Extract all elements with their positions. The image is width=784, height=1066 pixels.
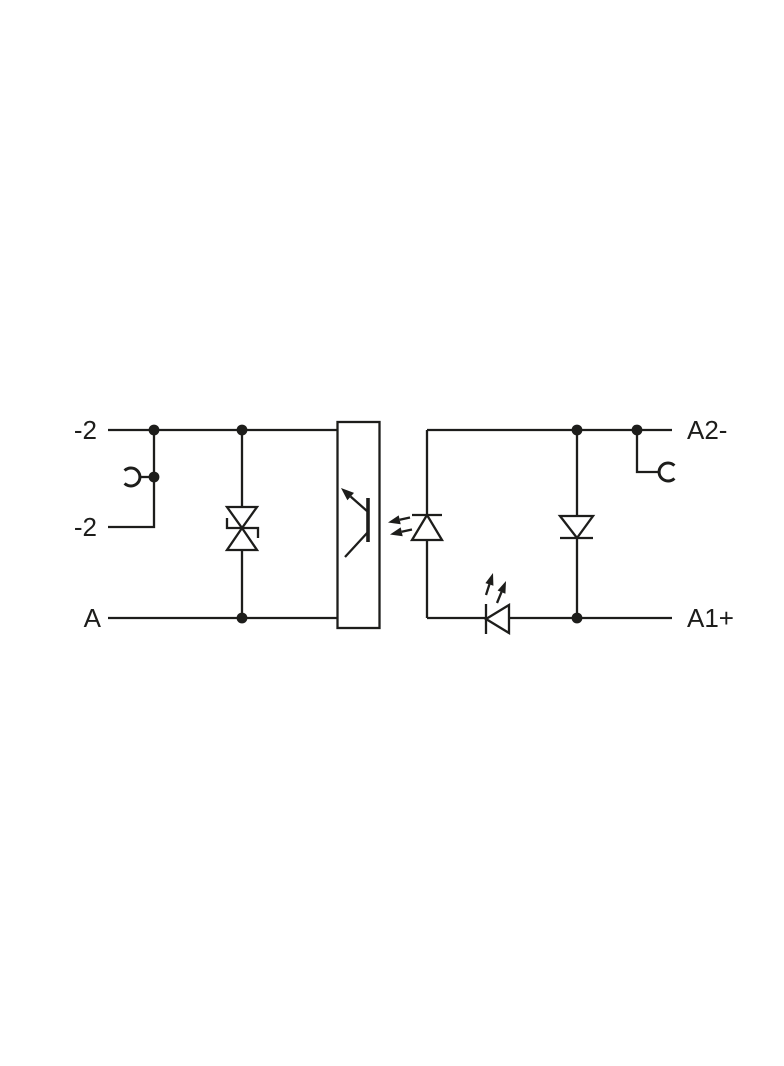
emission-arrow — [495, 581, 506, 604]
light-arrow — [390, 527, 413, 537]
junction-dot — [631, 424, 643, 436]
light-arrow-shaft — [401, 528, 413, 533]
junction-dot — [236, 424, 248, 436]
emission-arrow-shaft — [495, 591, 503, 604]
jumper-contact-right-icon — [635, 430, 676, 483]
infrared-emitter-led-icon — [409, 512, 445, 542]
emission-arrow-head — [485, 573, 494, 586]
terminal-label-a2: A2- — [687, 415, 727, 445]
optocoupler — [336, 420, 381, 630]
protection-diode-branch — [557, 430, 596, 618]
light-arrow-head — [388, 515, 401, 525]
protection-diode-triangle — [557, 514, 596, 540]
status-led-triangle — [483, 602, 511, 636]
optocoupler-box-icon — [336, 420, 381, 630]
junction-dot — [148, 424, 160, 436]
emission-arrow-head — [497, 581, 506, 594]
suppressor-triangle-lower — [224, 525, 260, 552]
suppressor-diode-branch — [224, 430, 260, 618]
left-circuit: -2 -2 A — [74, 415, 337, 633]
right-circuit: A2- A1+ — [409, 415, 734, 636]
junction-dot — [236, 612, 248, 624]
phototransistor-emitter-line — [344, 531, 369, 558]
bidirectional-suppressor-diode-icon — [224, 505, 260, 552]
light-arrow — [388, 515, 411, 525]
phototransistor-arrowhead — [341, 488, 354, 501]
suppressor-zener-bar — [225, 518, 260, 538]
junction-dot — [571, 612, 583, 624]
suppressor-triangle-upper — [224, 505, 260, 530]
socket-arc — [123, 466, 142, 488]
terminal-label-a1: A1+ — [687, 603, 734, 633]
reverse-protection-diode-icon — [557, 514, 596, 540]
phototransistor-collector-line — [349, 495, 368, 512]
emission-arrow-shaft — [484, 584, 491, 596]
status-indicator-led-icon — [483, 573, 511, 636]
junction-dot — [571, 424, 583, 436]
emission-arrow — [484, 573, 494, 596]
light-coupling-arrows-icon — [388, 515, 413, 537]
socket-wire — [635, 430, 660, 474]
light-arrow-head — [390, 527, 403, 537]
phototransistor-icon — [341, 488, 370, 558]
wire-middle-terminal-branch — [108, 430, 156, 529]
ir-led-triangle — [409, 512, 445, 542]
socket-arc — [657, 461, 676, 483]
light-arrow-shaft — [399, 516, 411, 521]
terminal-label-left-middle: -2 — [74, 512, 97, 542]
terminal-label-left-top: -2 — [74, 415, 97, 445]
terminal-label-left-bottom: A — [84, 603, 102, 633]
junction-dot — [148, 471, 160, 483]
